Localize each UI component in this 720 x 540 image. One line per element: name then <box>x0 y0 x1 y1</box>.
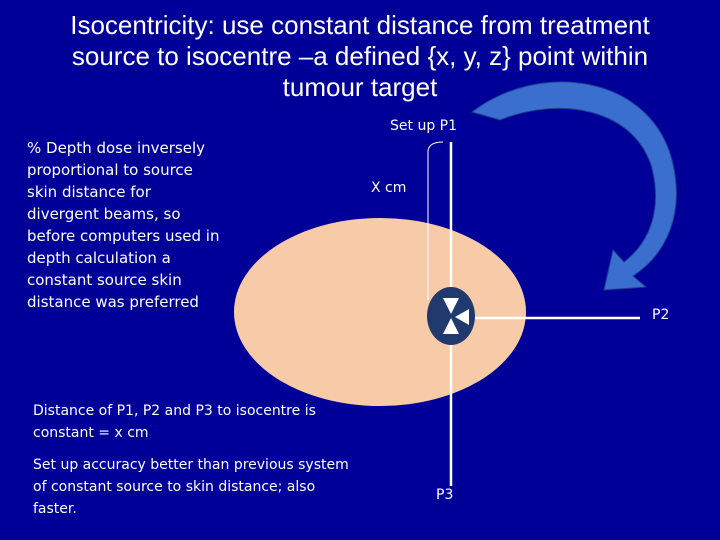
isocentre-arrow-down-icon <box>443 298 459 314</box>
title-line-1: Isocentricity: use constant distance fro… <box>70 10 650 40</box>
label-p2: P2 <box>652 307 670 323</box>
isocentre-marker <box>427 287 475 345</box>
label-x-cm: X cm <box>371 180 407 196</box>
depth-dose-paragraph: % Depth dose inversely proportional to s… <box>27 139 220 311</box>
title-line-3: tumour target <box>282 72 438 102</box>
isocentre-arrow-left-icon <box>455 309 469 325</box>
label-p1: Set up P1 <box>390 118 457 134</box>
accuracy-note: Set up accuracy better than previous sys… <box>33 457 349 517</box>
tumour-ellipse <box>234 218 526 406</box>
label-p3: P3 <box>436 487 454 503</box>
rotation-arrow-icon <box>470 81 677 291</box>
distance-note: Distance of P1, P2 and P3 to isocentre i… <box>33 403 316 441</box>
slide-title: Isocentricity: use constant distance fro… <box>20 10 700 103</box>
isocentre-arrow-up-icon <box>443 318 459 334</box>
distance-bracket <box>427 141 444 300</box>
title-line-2: source to isocentre –a defined {x, y, z}… <box>71 41 649 71</box>
